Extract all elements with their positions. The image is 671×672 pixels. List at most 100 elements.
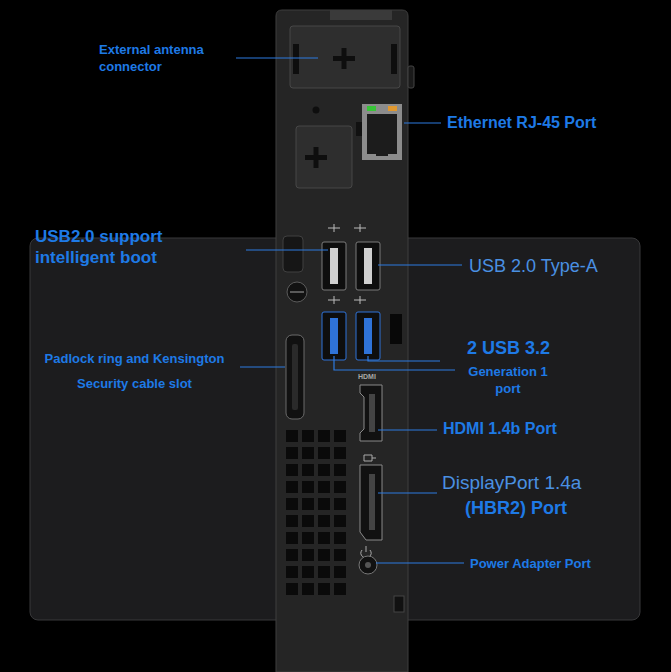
ethernet-port [362, 104, 402, 160]
vent-hole [286, 549, 298, 561]
vent-hole [334, 498, 346, 510]
plus-mark [314, 147, 319, 168]
leader-line [378, 492, 437, 493]
vent-grid [286, 430, 346, 595]
callout-label: Ethernet RJ-45 Port [447, 113, 647, 133]
callout-label: DisplayPort 1.4a [442, 471, 652, 494]
vent-hole [286, 447, 298, 459]
vent-hole [286, 498, 298, 510]
vent-hole [318, 566, 330, 578]
vent-hole [318, 430, 330, 442]
vent-hole [302, 583, 314, 595]
leader-line [334, 356, 455, 370]
vent-hole [286, 464, 298, 476]
padlock-ring [286, 335, 304, 419]
leader-line [404, 122, 441, 123]
vent-hole [302, 464, 314, 476]
vent-hole [302, 430, 314, 442]
port-marking: HDMI [358, 372, 398, 381]
usb2-tongue [364, 248, 372, 284]
link-led [367, 106, 376, 111]
leader-line [236, 57, 318, 58]
vent-hole [302, 532, 314, 544]
vent-hole [334, 549, 346, 561]
vent-hole [286, 481, 298, 493]
plus-mark [342, 48, 347, 69]
vent-hole [318, 515, 330, 527]
usb3-tongue [364, 318, 372, 354]
vent-hole [334, 515, 346, 527]
callout-label: HDMI 1.4b Port [443, 419, 643, 439]
leader-line [240, 366, 285, 367]
usb3-port [356, 312, 380, 360]
foot-tab [394, 596, 404, 612]
usb-icon [328, 224, 366, 232]
thumbscrew [287, 282, 307, 302]
hdmi-port [360, 385, 382, 441]
vent-hole [318, 549, 330, 561]
vent-hole [302, 566, 314, 578]
vent-hole [302, 498, 314, 510]
leader-line [246, 249, 328, 250]
vent-hole [286, 566, 298, 578]
vent-hole [318, 464, 330, 476]
callout-label: 2 USB 3.2 [467, 337, 627, 359]
usb2-tongue [330, 248, 338, 284]
vent-hole [286, 532, 298, 544]
side-latch [408, 66, 414, 88]
vent-hole [302, 447, 314, 459]
screw-hole [313, 107, 320, 114]
vent-hole [334, 532, 346, 544]
cover-slot [391, 44, 397, 74]
vent-hole [334, 464, 346, 476]
callout-label: Padlock ring and Kensington Security cab… [32, 346, 237, 396]
vent-hole [302, 481, 314, 493]
port-tab [356, 122, 362, 136]
vent-hole [302, 515, 314, 527]
activity-led [388, 106, 397, 111]
callout-label: Power Adapter Port [470, 555, 650, 572]
vent-hole [334, 430, 346, 442]
callout-label: (HBR2) Port [465, 497, 645, 519]
leader-line [378, 429, 437, 430]
cover-slot [293, 44, 299, 74]
vent-hole [318, 447, 330, 459]
hdmi-contacts [369, 394, 375, 432]
leader-line [378, 264, 462, 265]
vent-hole [286, 430, 298, 442]
power-pin [365, 562, 371, 568]
usb3-tongue [330, 318, 338, 354]
vent-hole [286, 583, 298, 595]
ethernet-socket [367, 114, 397, 154]
cover-clip [283, 236, 303, 272]
vent-hole [334, 481, 346, 493]
vent-hole [318, 583, 330, 595]
usb2-port [322, 242, 346, 290]
antenna-cover [296, 126, 352, 188]
vent-hole [334, 566, 346, 578]
callout-label: Generation 1 port [460, 363, 556, 397]
power-jack [359, 556, 377, 574]
vent-hole [286, 515, 298, 527]
dp-contacts [369, 474, 375, 530]
vent-slot [390, 314, 402, 344]
thumbscrew-slot [290, 291, 304, 293]
leader-line [376, 562, 464, 563]
usb2-port [356, 242, 380, 290]
vent-hole [334, 583, 346, 595]
chassis [276, 10, 408, 672]
callout-label: USB 2.0 Type-A [469, 255, 659, 277]
ss-usb-icon [328, 296, 366, 304]
leader-lines [236, 58, 464, 563]
ethernet-clip [376, 150, 388, 156]
vent-hole [334, 447, 346, 459]
vent-hole [318, 481, 330, 493]
vent-hole [318, 498, 330, 510]
leader-line [368, 356, 440, 361]
vent-hole [318, 532, 330, 544]
antenna-cover [290, 26, 400, 88]
vent-hole [302, 549, 314, 561]
kensington-slot [292, 344, 298, 410]
